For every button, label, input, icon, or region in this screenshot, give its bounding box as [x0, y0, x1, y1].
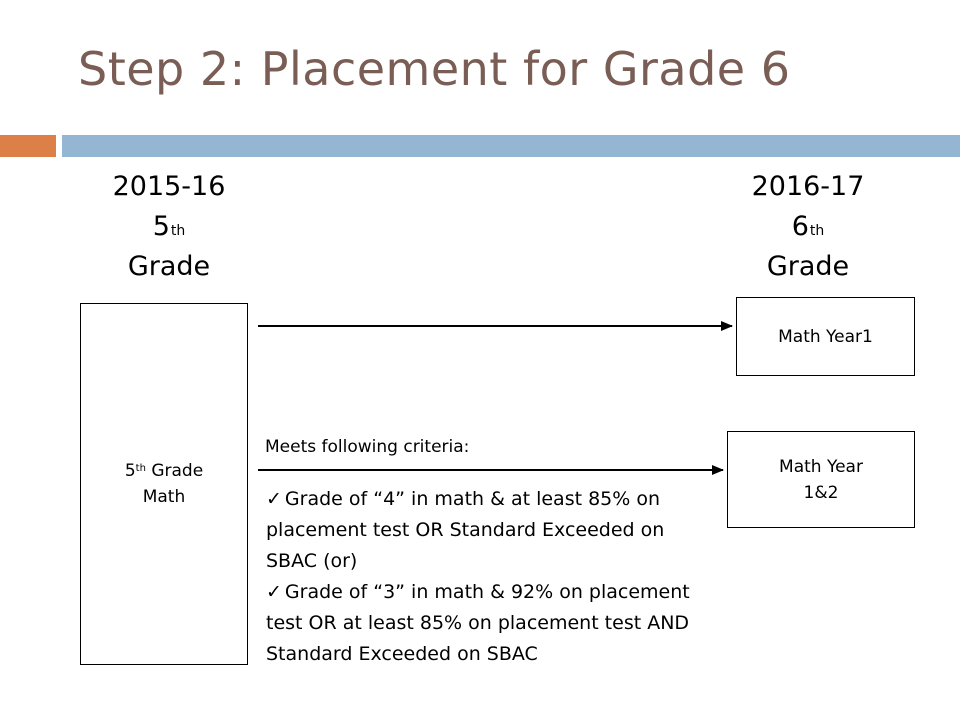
- left-grade-word: Grade: [127, 251, 211, 282]
- left-year: 2015-16: [112, 171, 226, 202]
- target-box-math-year1: Math Year1: [736, 297, 915, 376]
- target-box-math-year1-label: Math Year1: [778, 326, 873, 347]
- criteria-item: ✓Grade of “3” in math & 92% on placement…: [266, 581, 690, 665]
- title-divider-bar: [62, 135, 960, 157]
- target-box-2-line2: 1&2: [803, 482, 839, 503]
- source-box-line2: Math: [142, 487, 186, 507]
- checkmark-icon: ✓: [266, 581, 282, 603]
- source-box-5th-grade-math: 5th Grade Math: [80, 303, 248, 665]
- criteria-item: ✓Grade of “4” in math & at least 85% on …: [266, 488, 665, 572]
- left-grade-number: 5th: [152, 211, 186, 242]
- checkmark-icon: ✓: [266, 488, 282, 510]
- criteria-list: ✓Grade of “4” in math & at least 85% on …: [266, 484, 716, 670]
- right-year: 2016-17: [751, 171, 865, 202]
- left-column-header: 2015-16 5th Grade: [69, 167, 269, 287]
- right-grade-number: 6th: [791, 211, 825, 242]
- title-accent-bar: [0, 135, 56, 157]
- target-box-2-line1: Math Year: [779, 456, 863, 477]
- target-box-math-year-1-2: Math Year 1&2: [727, 431, 915, 528]
- right-column-header: 2016-17 6th Grade: [708, 167, 908, 287]
- slide-title: Step 2: Placement for Grade 6: [78, 42, 791, 96]
- right-grade-word: Grade: [766, 251, 850, 282]
- criteria-heading: Meets following criteria:: [265, 437, 470, 457]
- source-box-line1: 5th Grade: [124, 461, 204, 481]
